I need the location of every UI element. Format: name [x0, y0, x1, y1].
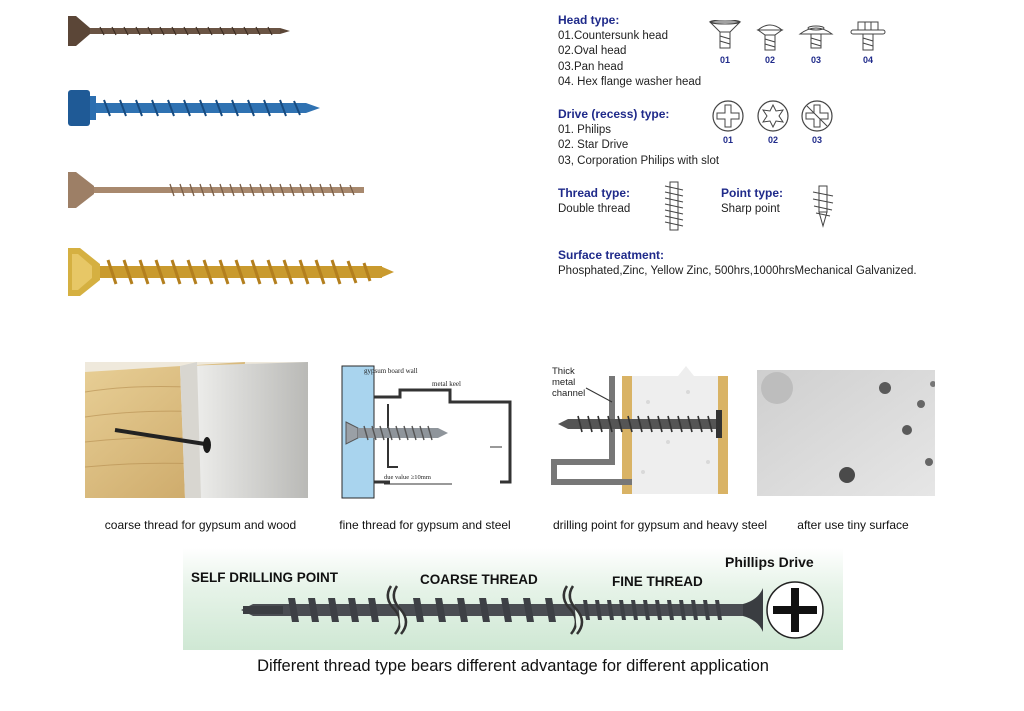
gypsum-steel-diagram: gypsum board wall metal keel due value ≥… [340, 362, 526, 500]
drive-type-item: 01. Philips [558, 123, 612, 136]
tiny-surface-photo [757, 370, 935, 496]
coarse-thread-label: COARSE THREAD [420, 572, 538, 587]
phillips-drive-icon [767, 582, 823, 638]
drive-type-section: Drive (recess) type: 01. Philips 02. Sta… [558, 107, 748, 169]
head-type-item: 03.Pan head [558, 60, 624, 73]
thread-type-value: Double thread [558, 202, 631, 215]
wood-gypsum-application-image [85, 362, 308, 498]
pan-head-icon [797, 22, 835, 55]
head-type-item: 04. Hex flange washer head [558, 76, 702, 88]
caption-tiny-surface: after use tiny surface [797, 518, 909, 532]
surface-treatment-title: Surface treatment: [558, 248, 665, 262]
head-type-item: 02.Oval head [558, 45, 627, 57]
thread-type-title: Thread type: [558, 186, 631, 200]
star-drive-icon [756, 99, 790, 138]
point-type-title: Point type: [721, 186, 783, 200]
phillips-drive-label: Phillips Drive [725, 554, 814, 570]
screw-photo-3 [68, 172, 364, 208]
channel-label-line: metal [552, 377, 576, 388]
drive-icon-label: 03 [811, 135, 822, 145]
footer-text: Different thread type bears different ad… [257, 657, 769, 675]
screw-photo-2 [68, 90, 320, 126]
surface-treatment-section: Surface treatment: Phosphated,Zinc, Yell… [558, 248, 978, 279]
surface-treatment-value: Phosphated,Zinc, Yellow Zinc, 500hrs,100… [558, 264, 917, 277]
thread-type-section: Thread type: Double thread [558, 186, 630, 217]
head-icon-label: 02 [764, 55, 775, 65]
caption-fine-thread: fine thread for gypsum and steel [339, 518, 511, 532]
thick-metal-channel-label: Thick metal channel [552, 366, 585, 399]
head-type-title: Head type: [558, 13, 620, 27]
drive-type-item: 03, Corporation Philips with slot [558, 154, 720, 167]
self-drilling-point-label: SELF DRILLING POINT [191, 570, 338, 585]
drive-icon-label: 01 [722, 135, 733, 145]
drive-type-title: Drive (recess) type: [558, 107, 670, 121]
thread-comparison-banner: SELF DRILLING POINT COARSE THREAD FINE T… [183, 548, 843, 650]
sharp-point-icon [810, 184, 836, 233]
double-thread-icon [662, 180, 686, 237]
hex-flange-washer-head-icon [848, 20, 888, 57]
drive-icon-label: 02 [767, 135, 778, 145]
fine-thread-label: FINE THREAD [612, 574, 703, 589]
head-type-section: Head type: 01.Countersunk head 02.Oval h… [558, 13, 718, 91]
head-icon-label: 03 [810, 55, 821, 65]
oval-head-icon [755, 20, 785, 57]
philips-slot-drive-icon [800, 99, 834, 138]
screw-photo-4 [68, 248, 394, 296]
metal-keel-label: metal keel [432, 380, 461, 388]
heavy-steel-diagram: Thick metal channel [548, 362, 734, 500]
drive-type-item: 02. Star Drive [558, 139, 629, 151]
channel-label-line: channel [552, 388, 586, 399]
philips-drive-icon [711, 99, 745, 138]
countersunk-head-icon [708, 19, 742, 55]
head-icon-label: 01 [719, 55, 730, 65]
gypsum-wall-label: gypsum board wall [364, 367, 418, 375]
screw-photo-1 [68, 16, 290, 46]
head-icon-label: 04 [862, 55, 873, 65]
head-type-item: 01.Countersunk head [558, 29, 668, 42]
point-type-value: Sharp point [721, 202, 780, 215]
channel-label-line: Thick [552, 366, 575, 377]
due-value-label: due value ≥10mm [384, 474, 431, 481]
caption-drilling-point: drilling point for gypsum and heavy stee… [552, 518, 768, 532]
caption-coarse-thread: coarse thread for gypsum and wood [104, 518, 297, 532]
point-type-section: Point type: Sharp point [721, 186, 783, 217]
